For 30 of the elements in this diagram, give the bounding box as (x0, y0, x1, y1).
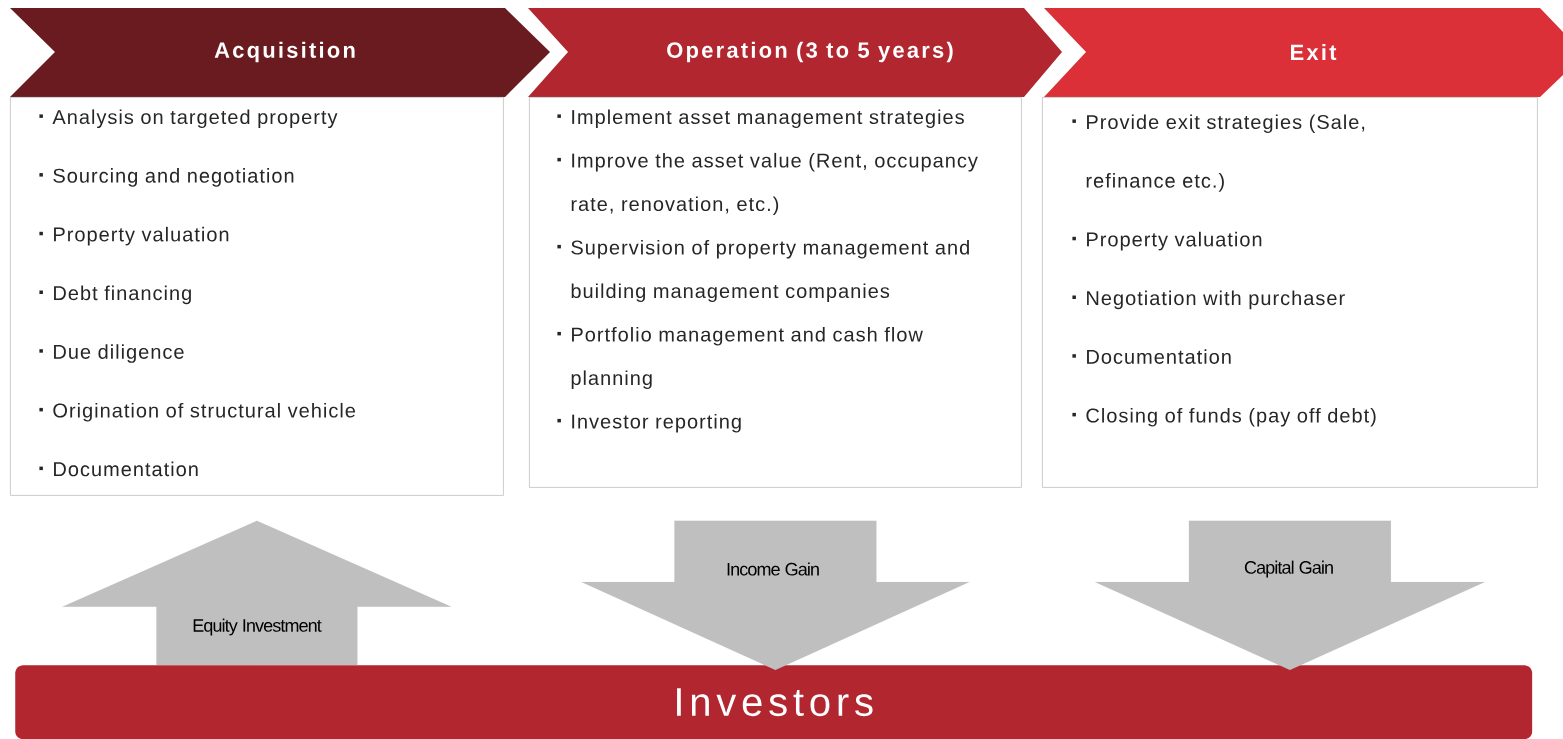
list-item: Debt financing (54, 285, 191, 305)
list-item: Portfolio management and cash flow planning (571, 326, 923, 390)
list-item: Negotiation with purchaser (1087, 290, 1345, 310)
edge-label: Capital Gain (1244, 560, 1333, 578)
chevron-header: Acquisition (10, 8, 550, 97)
list-item: Property valuation (54, 226, 229, 246)
list-item: Property valuation (1087, 231, 1262, 251)
list-item: Analysis on targeted property (52, 109, 338, 129)
edge-label: Equity Investment (193, 618, 322, 636)
list-item: Documentation (1087, 349, 1231, 364)
content-box (529, 97, 1022, 488)
block-arrow (581, 520, 970, 671)
list-item: Due diligence (54, 344, 184, 363)
content-box (1042, 97, 1538, 488)
list-item: Implement asset management strategies (572, 109, 964, 129)
list-item: Provide exit strategies (Sale, refinance etc.) (1086, 114, 1365, 192)
block-arrow (62, 520, 452, 666)
list-item: Investor reporting (572, 413, 741, 433)
list-item: Origination of structural vehicle (53, 402, 356, 422)
investors-bar: Investors (15, 665, 1533, 739)
content-box (10, 97, 504, 496)
chevron-header: Exit (1044, 8, 1563, 97)
list-item: Closing of funds (pay off debt) (1086, 407, 1376, 427)
list-item: Supervision of property management and building management companies (571, 239, 969, 303)
edge-label: Income Gain (727, 562, 819, 576)
list-item: Sourcing and negotiation (53, 168, 294, 187)
list-item: Documentation (54, 461, 198, 477)
list-item: Improve the asset value (Rent, occupancy rate, renovation, etc.) (571, 152, 978, 216)
chevron-header: Operation (3 to 5 years) (528, 8, 1062, 97)
block-arrow (1094, 520, 1485, 671)
